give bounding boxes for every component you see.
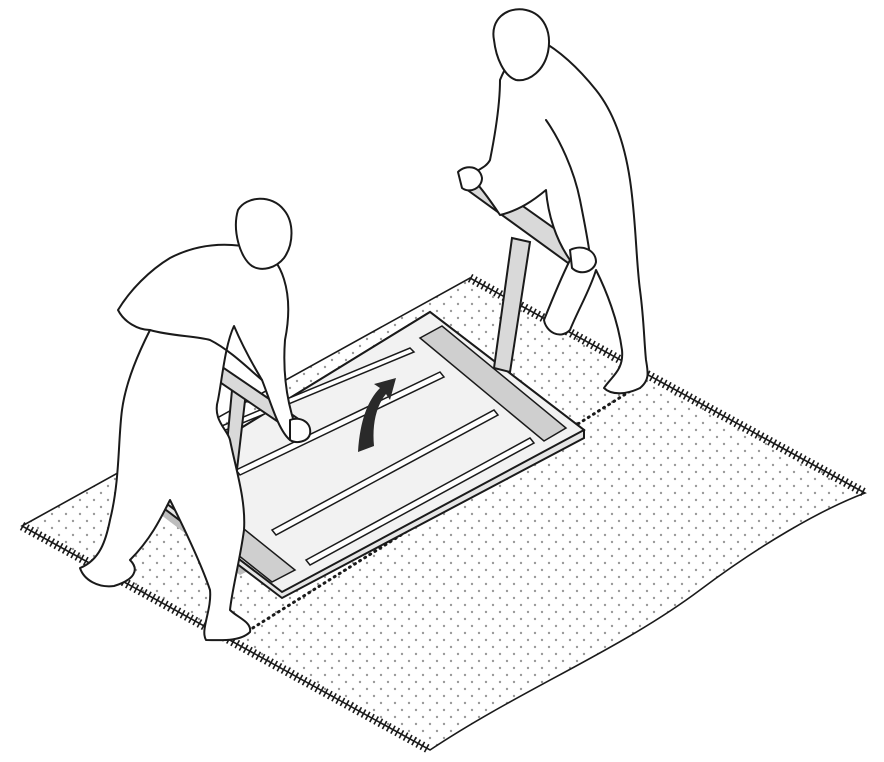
person-left-hand [290,419,310,442]
person-right-hand-right [570,248,596,273]
person-left-head [236,199,292,269]
person-right-hand-left [458,167,482,190]
person-right-head [493,9,549,80]
